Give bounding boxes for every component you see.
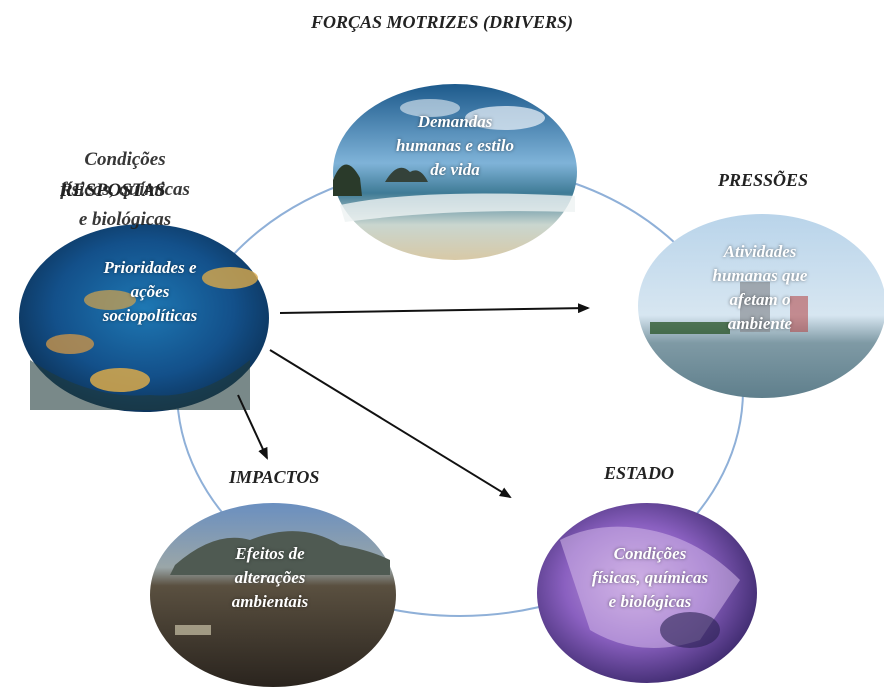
pressures-line: ambiente (727, 314, 793, 333)
state-line: físicas, químicas (591, 568, 709, 587)
overlap-line: físicas, químicas (60, 179, 190, 200)
responses-text: Prioridades e ações sociopolíticas (70, 256, 230, 328)
drivers-line: humanas e estilo (395, 136, 515, 155)
impacts-image (150, 503, 396, 687)
state-line: Condições (613, 544, 687, 563)
responses-line: ações (130, 282, 170, 301)
state-image (537, 503, 757, 683)
pressures-line: afetam o (729, 290, 791, 309)
drivers-image (333, 84, 577, 260)
arrow-to-state (269, 349, 512, 499)
state-label: ESTADO (604, 463, 675, 483)
responses-image (19, 224, 269, 412)
responses-line: sociopolíticas (102, 306, 198, 325)
pressures-line: Atividades (723, 242, 797, 261)
overlap-line: Condições (84, 149, 166, 170)
diagram-title: FORÇAS MOTRIZES (DRIVERS) (310, 12, 574, 32)
drivers-line: Demandas (417, 112, 493, 131)
arrow-to-impacts (237, 394, 268, 460)
impacts-line: alterações (234, 568, 306, 587)
drivers-line: de vida (430, 160, 480, 179)
state-line: e biológicas (608, 592, 692, 611)
pressures-line: humanas que (712, 266, 808, 285)
pressures-image (638, 214, 884, 398)
responses-label: RESPOSTAS (60, 180, 166, 201)
impacts-label: IMPACTOS (229, 467, 320, 487)
arrow-to-pressures (279, 303, 590, 314)
state-text: Condições físicas, químicas e biológicas (575, 542, 725, 614)
impacts-line: Efeitos de (235, 544, 305, 563)
responses-line: Prioridades e (103, 258, 197, 277)
impacts-line: ambientais (231, 592, 309, 611)
pressures-label: PRESSÕES (718, 170, 809, 190)
drivers-text: Demandas humanas e estilo de vida (365, 110, 545, 182)
impacts-text: Efeitos de alterações ambientais (210, 542, 330, 614)
responses-overlap-text: Condições físicas, químicas e biológicas (0, 145, 250, 235)
overlap-line: e biológicas (78, 209, 172, 230)
pressures-text: Atividades humanas que afetam o ambiente (690, 240, 830, 336)
